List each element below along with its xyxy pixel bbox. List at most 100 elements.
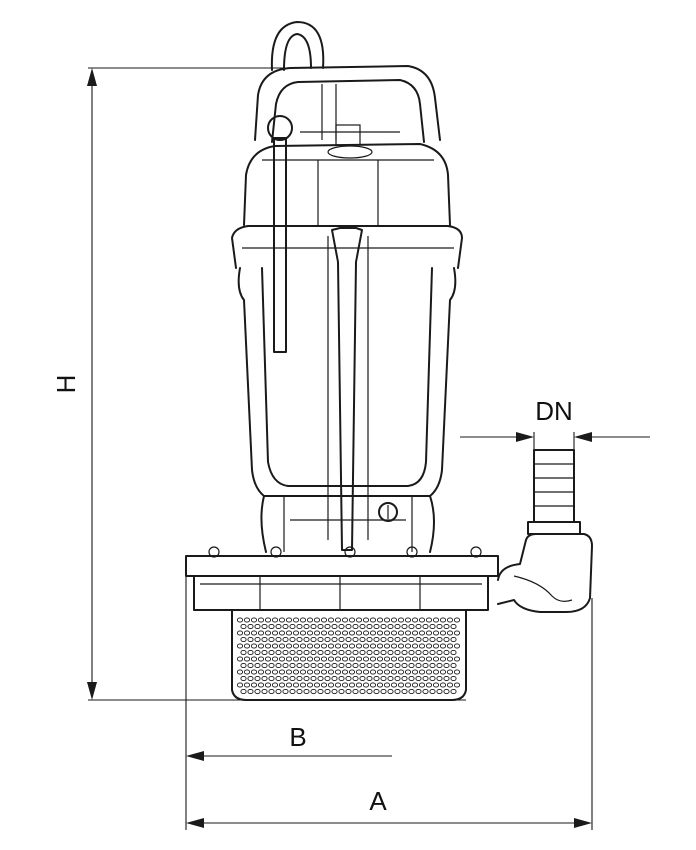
strainer-hole xyxy=(264,630,272,636)
strainer-hole xyxy=(380,623,387,630)
strainer-hole xyxy=(310,662,317,669)
strainer-hole xyxy=(268,662,275,669)
strainer-hole xyxy=(366,662,373,669)
strainer-hole xyxy=(257,682,265,688)
strainer-hole xyxy=(432,643,440,649)
strainer-hole xyxy=(345,649,352,656)
strainer-hole xyxy=(376,656,384,662)
strainer-hole xyxy=(299,630,307,636)
strainer-hole xyxy=(310,649,317,656)
strainer-hole xyxy=(327,617,335,623)
strainer-hole xyxy=(436,623,443,630)
strainer-hole xyxy=(453,656,461,662)
strainer-hole xyxy=(296,688,303,695)
strainer-hole xyxy=(243,643,251,649)
strainer-hole xyxy=(303,662,310,669)
strainer-hole xyxy=(436,649,443,656)
strainer-hole xyxy=(376,617,384,623)
strainer-hole xyxy=(310,636,317,643)
strainer-hole xyxy=(240,688,247,695)
strainer-hole xyxy=(366,675,373,682)
strainer-hole xyxy=(303,688,310,695)
strainer-hole xyxy=(348,682,356,688)
strainer-hole xyxy=(387,636,394,643)
strainer-hole xyxy=(268,649,275,656)
overall-width-label: A xyxy=(369,786,387,816)
strainer-hole xyxy=(289,675,296,682)
strainer-hole xyxy=(369,656,377,662)
strainer-hole xyxy=(359,636,366,643)
strainer-hole xyxy=(236,617,244,623)
strainer-holes xyxy=(236,617,461,695)
strainer-hole xyxy=(292,682,300,688)
strainer-hole xyxy=(247,675,254,682)
strainer-hole xyxy=(369,630,377,636)
strainer-hole xyxy=(387,623,394,630)
strainer-hole xyxy=(264,669,272,675)
strainer-hole xyxy=(352,688,359,695)
strainer-hole xyxy=(303,623,310,630)
strainer-hole xyxy=(299,656,307,662)
strainer-hole xyxy=(243,669,251,675)
strainer-hole xyxy=(443,662,450,669)
base-width-label: B xyxy=(289,722,306,752)
strainer-hole xyxy=(383,617,391,623)
strainer-hole xyxy=(376,630,384,636)
strainer-hole xyxy=(436,675,443,682)
strainer-hole xyxy=(404,669,412,675)
strainer-hole xyxy=(429,636,436,643)
strainer-hole xyxy=(338,636,345,643)
strainer-hole xyxy=(268,675,275,682)
strainer-hole xyxy=(247,662,254,669)
strainer-hole xyxy=(345,688,352,695)
strainer-hole xyxy=(411,630,419,636)
strainer-hole xyxy=(338,688,345,695)
strainer-hole xyxy=(366,636,373,643)
strainer-hole xyxy=(306,682,314,688)
strainer-hole xyxy=(418,669,426,675)
strainer-hole xyxy=(292,669,300,675)
strainer-hole xyxy=(394,688,401,695)
strainer-hole xyxy=(296,675,303,682)
strainer-hole xyxy=(450,688,457,695)
strainer-hole xyxy=(348,643,356,649)
strainer-hole xyxy=(443,623,450,630)
strainer-hole xyxy=(317,675,324,682)
strainer-hole xyxy=(236,643,244,649)
strainer-hole xyxy=(362,682,370,688)
strainer-hole xyxy=(250,669,258,675)
strainer-hole xyxy=(436,636,443,643)
strainer-hole xyxy=(415,636,422,643)
strainer-hole xyxy=(404,617,412,623)
strainer-hole xyxy=(247,636,254,643)
strainer-hole xyxy=(254,688,261,695)
strainer-hole xyxy=(254,675,261,682)
strainer-hole xyxy=(299,669,307,675)
float-switch-rod xyxy=(267,115,293,353)
strainer-hole xyxy=(327,643,335,649)
strainer-hole xyxy=(278,630,286,636)
strainer-hole xyxy=(425,617,433,623)
strainer-hole xyxy=(292,643,300,649)
strainer-hole xyxy=(282,623,289,630)
strainer-hole xyxy=(352,649,359,656)
strainer-hole xyxy=(303,649,310,656)
strainer-hole xyxy=(299,617,307,623)
strainer-hole xyxy=(439,656,447,662)
strainer-hole xyxy=(271,630,279,636)
strainer-hole xyxy=(285,643,293,649)
strainer-hole xyxy=(376,643,384,649)
strainer-hole xyxy=(453,643,461,649)
strainer-hole xyxy=(362,669,370,675)
strainer-hole xyxy=(250,630,258,636)
strainer-hole xyxy=(387,649,394,656)
strainer-hole xyxy=(341,656,349,662)
strainer-hole xyxy=(313,617,321,623)
strainer-hole xyxy=(341,643,349,649)
strainer-hole xyxy=(257,617,265,623)
strainer-hole xyxy=(439,682,447,688)
strainer-hole xyxy=(397,617,405,623)
strainer-hole xyxy=(394,623,401,630)
strainer-hole xyxy=(390,617,398,623)
strainer-hole xyxy=(355,656,363,662)
